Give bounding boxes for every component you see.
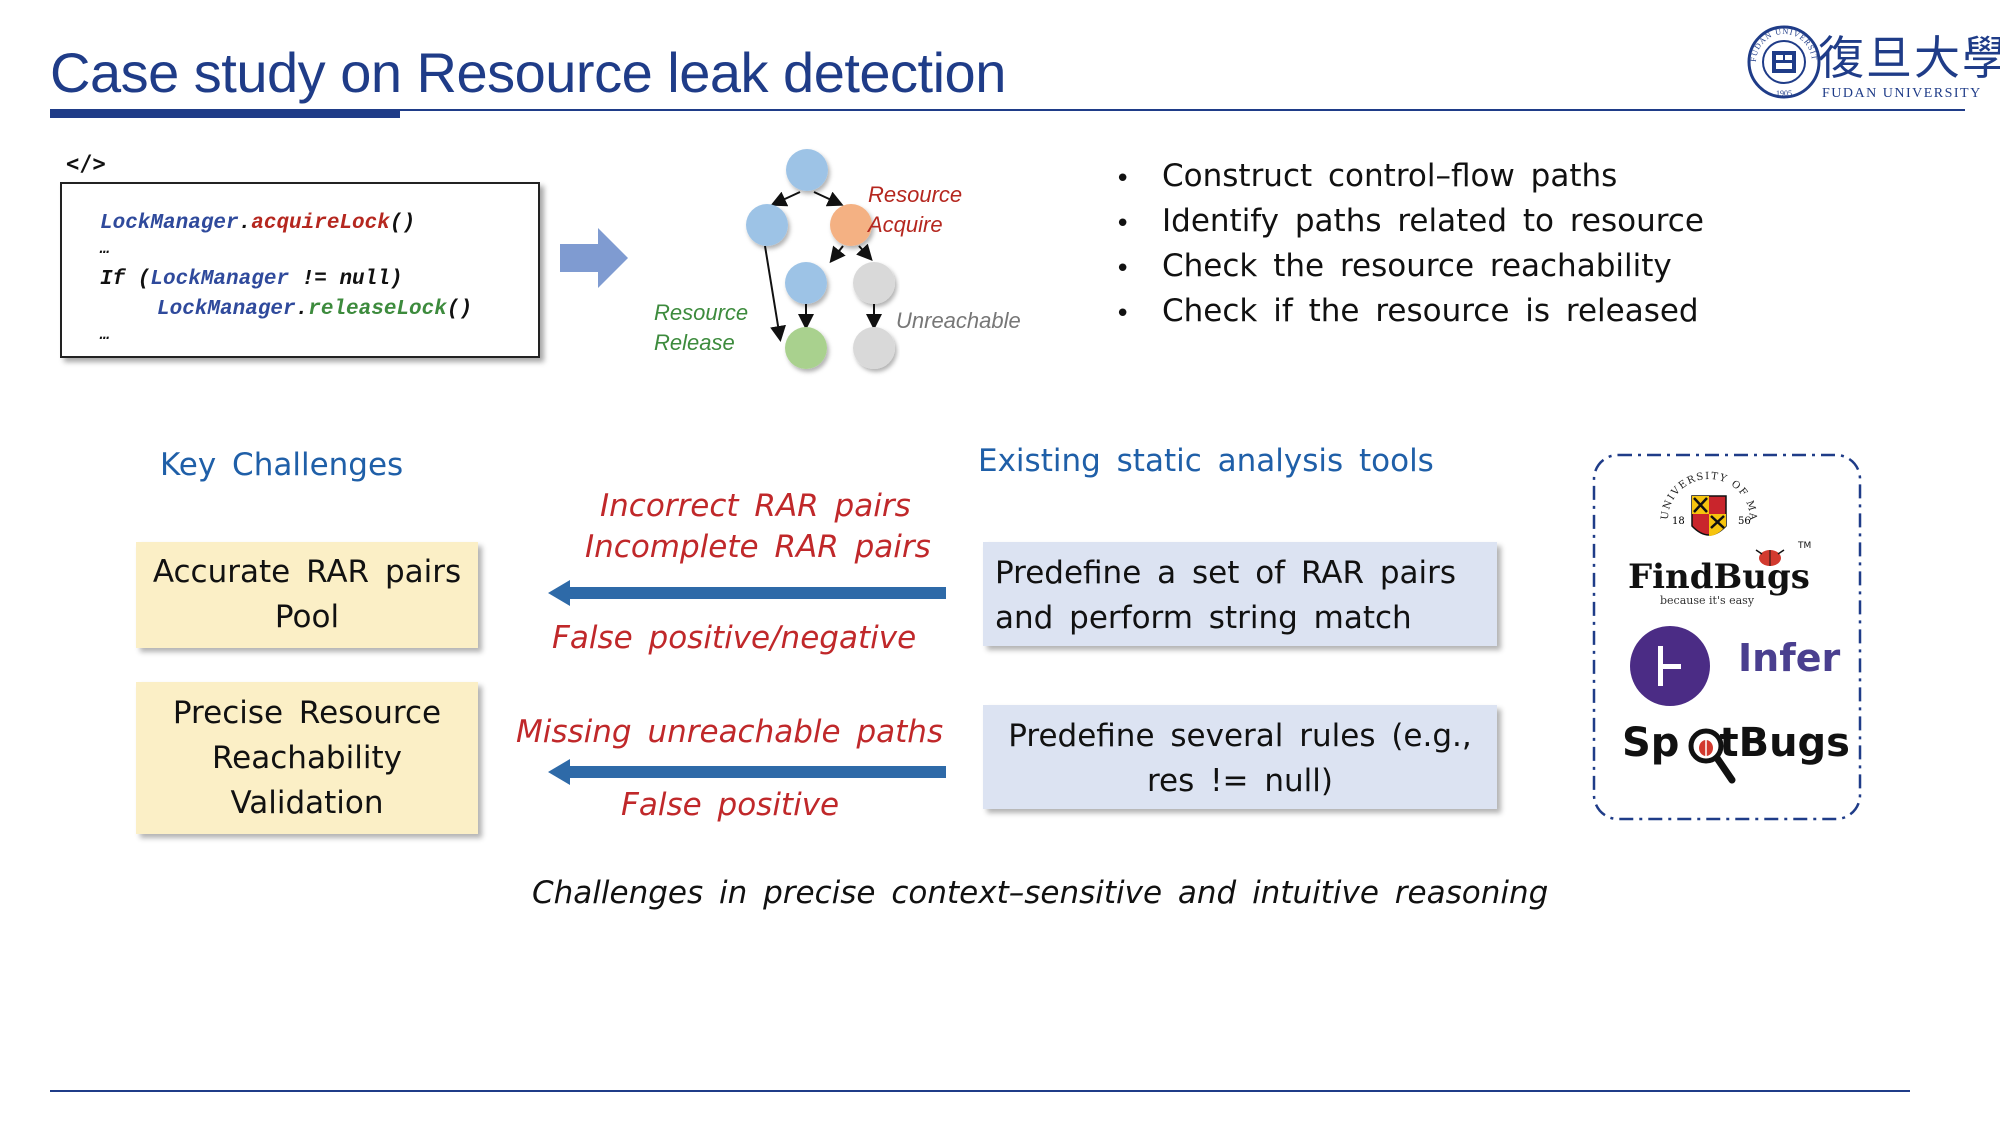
code-line-release: LockManager.releaseLock() [157,298,473,321]
title-divider [50,109,1965,111]
tools-logos-frame [1592,453,1862,821]
umd-year-right: 56 [1738,516,1751,527]
magnifier-bug-icon [1688,728,1736,784]
note-false-positive: False positive [621,787,840,823]
university-name-english: FUDAN UNIVERSITY [1822,86,1982,101]
code-snippet-box: LockManager.acquireLock() … If (LockMana… [60,182,540,358]
tool-approach-rules-box: Predefine several rules (e.g., res != nu… [983,705,1497,809]
challenge-reachability-box: Precise Resource Reachability Validation [136,682,478,834]
code-line-acquire: LockManager.acquireLock() [100,212,416,235]
title-underline-accent [50,110,400,118]
infer-logo-text: Infer [1738,636,1841,680]
umd-year-left: 18 [1672,516,1685,527]
code-tag-icon: </> [66,152,106,177]
bug-icon [1755,549,1785,566]
umd-seal-logo: UNIVERSITY OF MARYLAND 18 56 [1654,462,1757,536]
resource-release-label: Resource Release [654,300,749,355]
note-incorrect-rar-pairs: Incorrect RAR pairs [600,488,911,524]
note-false-positive-negative: False positive/negative [552,620,917,656]
control-flow-graph [746,149,895,369]
page-title: Case study on Resource leak detection [50,41,1006,104]
challenges-summary: Challenges in precise context–sensitive … [532,875,1549,911]
university-seal-logo: FUDAN UNIVERSITY 1905 [1746,24,1821,99]
tool-approach-string-match-box: Predefine a set of RAR pairs and perform… [983,542,1497,646]
seal-year: 1905 [1776,89,1792,98]
code-line-if: If (LockManager != null) [100,268,403,291]
note-incomplete-rar-pairs: Incomplete RAR pairs [585,529,931,565]
right-arrow-icon [560,228,628,288]
infer-logo-icon [1630,626,1710,706]
resource-acquire-label: Resource Acquire [868,182,963,237]
university-name-chinese: 復旦大學 [1818,31,2000,85]
code-line-ellipsis: … [100,240,110,258]
key-challenges-heading: Key Challenges [160,447,404,483]
findbugs-logo-text: FindBugs [1628,557,1810,597]
footer-divider [50,1090,1910,1092]
unreachable-label: Unreachable [896,308,1021,333]
note-missing-unreachable-paths: Missing unreachable paths [516,714,944,750]
findbugs-trademark: TM [1798,541,1812,551]
findbugs-tagline: because it's easy [1660,594,1755,607]
left-arrow-icon [548,580,946,606]
existing-tools-heading: Existing static analysis tools [978,443,1434,479]
code-line-ellipsis-end: … [100,326,110,344]
left-arrow-icon [548,759,946,785]
challenge-rar-pairs-box: Accurate RAR pairs Pool [136,542,478,648]
